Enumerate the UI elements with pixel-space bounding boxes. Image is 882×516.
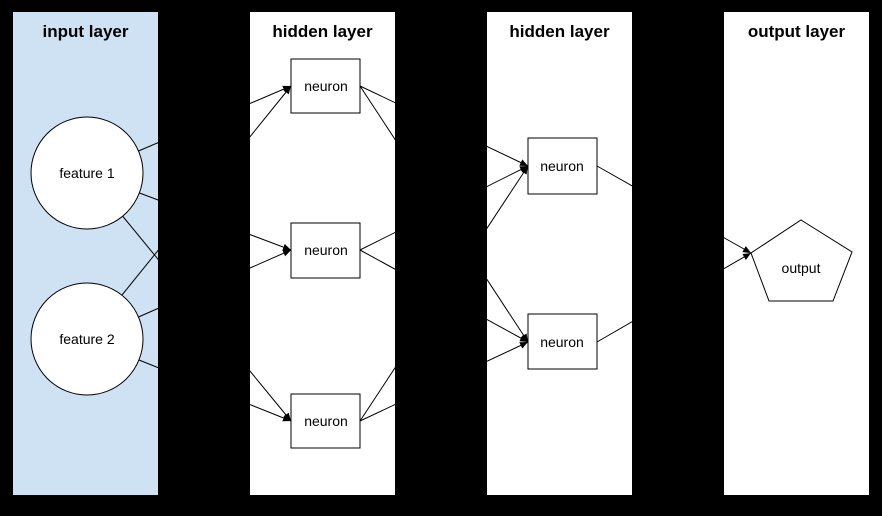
edge-feature2-h1n3 [138,359,292,422]
edge-h1n1-h2n2 [359,85,529,343]
panel-title-input-layer: input layer [42,22,129,41]
panel-title-hidden-layer-2: hidden layer [509,22,610,41]
node-hidden1-neuron-1-rect[interactable] [290,58,361,114]
edge-feature2-h1n2 [138,249,292,318]
edge-feature2-h1n1 [121,85,292,296]
node-hidden2-neuron-1-rect[interactable] [527,137,598,195]
edge-feature1-h1n2 [139,192,292,251]
edge-h1n3-h2n2 [359,341,529,422]
node-hidden2-neuron-2-rect[interactable] [527,313,598,370]
node-hidden1-neuron-3-rect[interactable] [290,393,361,449]
edge-h2n2-out1 [596,252,752,343]
node-output-pentagon[interactable] [750,219,853,302]
panel-input-layer[interactable]: input layer [13,12,158,495]
edge-h1n1-h2n1 [359,85,529,167]
node-hidden1-neuron-2-rect[interactable] [290,222,361,279]
edge-h1n2-h2n1 [359,165,529,251]
panel-hidden-layer-2[interactable]: hidden layer [487,12,632,495]
edge-feature1-h1n1 [138,85,292,152]
panel-title-output-layer: output layer [747,22,846,41]
panel-title-hidden-layer-1: hidden layer [272,22,373,41]
edge-h2n1-out1 [596,165,752,254]
edge-h1n2-h2n2 [359,249,529,343]
node-feature-1-circle[interactable] [30,116,144,230]
edge-feature1-h1n3 [122,215,292,422]
edge-h1n3-h2n1 [359,165,529,422]
node-feature-2-circle[interactable] [30,282,144,396]
